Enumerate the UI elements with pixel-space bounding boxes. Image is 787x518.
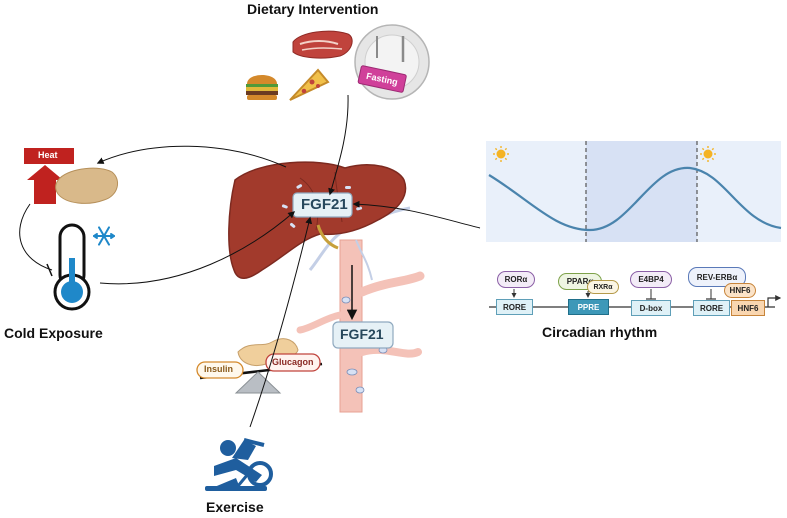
heat-arrow [27,165,63,204]
ppre-element: PPRE [568,299,609,315]
pizza-icon [289,68,330,101]
rore-element-1: RORE [496,299,533,315]
rora-factor: RORα [497,271,535,288]
fgf21-liver-box [292,192,353,218]
snowflake-icon [93,226,115,246]
hnf6-factor: HNF6 [724,283,756,298]
cold-exposure-title: Cold Exposure [4,325,103,341]
heat-label: Heat [38,150,58,160]
thermometer-icon [53,223,91,311]
circadian-rhythm-title: Circadian rhythm [542,324,658,340]
rore-element-2: RORE [693,300,730,316]
dietary-intervention-title: Dietary Intervention [247,1,379,17]
exercise-title: Exercise [206,499,264,515]
rxra-factor: RXRα [587,280,619,294]
fgf21-vessel-label: FGF21 [340,326,384,342]
blood-vessel-icon [296,206,425,413]
fgf21-liver-label: FGF21 [301,196,348,213]
fasting-tag [357,65,407,93]
glucagon-label: Glucagon [272,357,314,367]
rhythm-curve [488,166,782,232]
glucagon-pill [265,353,321,372]
day-band-right [697,141,781,242]
insulin-label: Insulin [204,364,233,374]
pathway-arrows [19,94,481,428]
sun-icon [493,146,509,162]
cyclist-icon [205,438,273,491]
sun-icon [700,146,716,162]
night-band [586,141,697,242]
circadian-chart [486,141,782,242]
rev-erba-factor: REV-ERBα [688,267,746,287]
insulin-pill [196,361,244,379]
liver-icon [228,161,407,279]
hnf6-element: HNF6 [731,300,765,316]
dbox-element: D-box [631,300,671,316]
fgf21-vessel-box [332,321,394,349]
meat-icon [292,30,353,59]
e4bp4-factor: E4BP4 [630,271,672,288]
burger-icon [246,75,278,100]
heat-label-box [24,148,74,164]
adipose-icon [55,167,119,204]
